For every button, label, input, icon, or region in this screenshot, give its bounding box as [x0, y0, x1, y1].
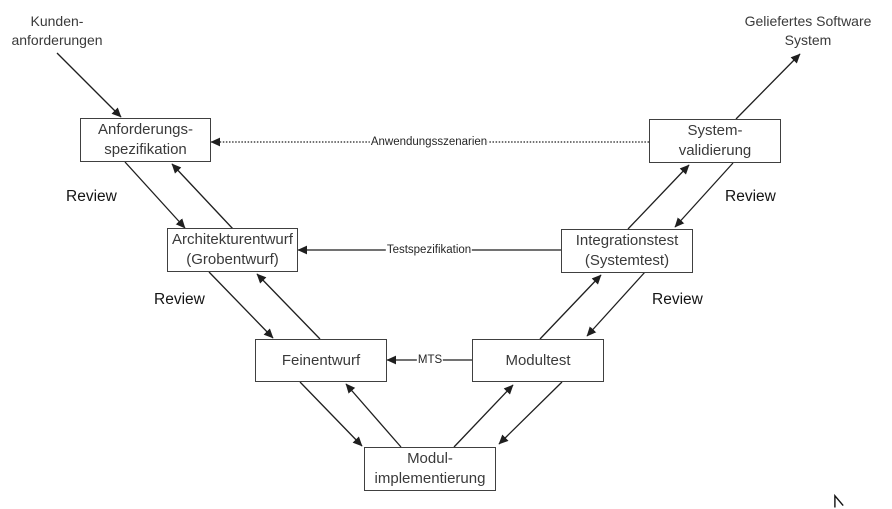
node-integrationstest: Integrationstest (Systemtest) [561, 229, 693, 273]
arrow-modulimplementierung-to-feinentwurf [345, 383, 402, 448]
label-kundenanforderungen: Kunden- anforderungen [11, 13, 103, 48]
arrow-modultest-to-integrationstest [539, 274, 602, 340]
arrow-modultest-to-modulimplementierung [498, 381, 563, 445]
arrow-anforderungsspezifikation-to-architekturentwurf [124, 161, 186, 229]
arrow-feinentwurf-to-modulimplementierung [299, 381, 363, 447]
node-feinentwurf: Feinentwurf [255, 339, 387, 382]
node-systemvalidierung: System- validierung [649, 119, 781, 163]
node-anforderungsspezifikation: Anforderungs- spezifikation [80, 118, 211, 162]
arrow-architekturentwurf-to-anforderungsspezifikation [171, 163, 234, 230]
label-review-right-upper: Review [725, 188, 776, 205]
arrow-architekturentwurf-to-feinentwurf [208, 271, 274, 339]
label-anwendungsszenarien: Anwendungsszenarien [369, 135, 489, 149]
arrow-systemvalidierung-to-geliefertes-system [735, 53, 801, 120]
label-testspezifikation: Testspezifikation [385, 243, 473, 257]
mouse-cursor [834, 493, 844, 508]
label-review-left-lower: Review [154, 291, 205, 308]
label-geliefertes-software-system: Geliefertes Software System [744, 13, 872, 48]
node-architekturentwurf: Architekturentwurf (Grobentwurf) [167, 228, 298, 272]
arrow-kundenanforderungen-to-anforderungsspezifikation [56, 52, 122, 118]
node-modulimplementierung: Modul- implementierung [364, 447, 496, 491]
node-modultest: Modultest [472, 339, 604, 382]
label-review-right-lower: Review [652, 291, 703, 308]
arrow-integrationstest-to-systemvalidierung [627, 164, 690, 230]
arrow-integrationstest-to-modultest [586, 271, 646, 337]
arrow-systemvalidierung-to-integrationstest [674, 162, 734, 228]
label-mts: MTS [416, 353, 444, 367]
arrow-modulimplementierung-to-modultest [453, 384, 514, 448]
arrow-feinentwurf-to-architekturentwurf [256, 273, 321, 340]
label-review-left-upper: Review [66, 188, 117, 205]
